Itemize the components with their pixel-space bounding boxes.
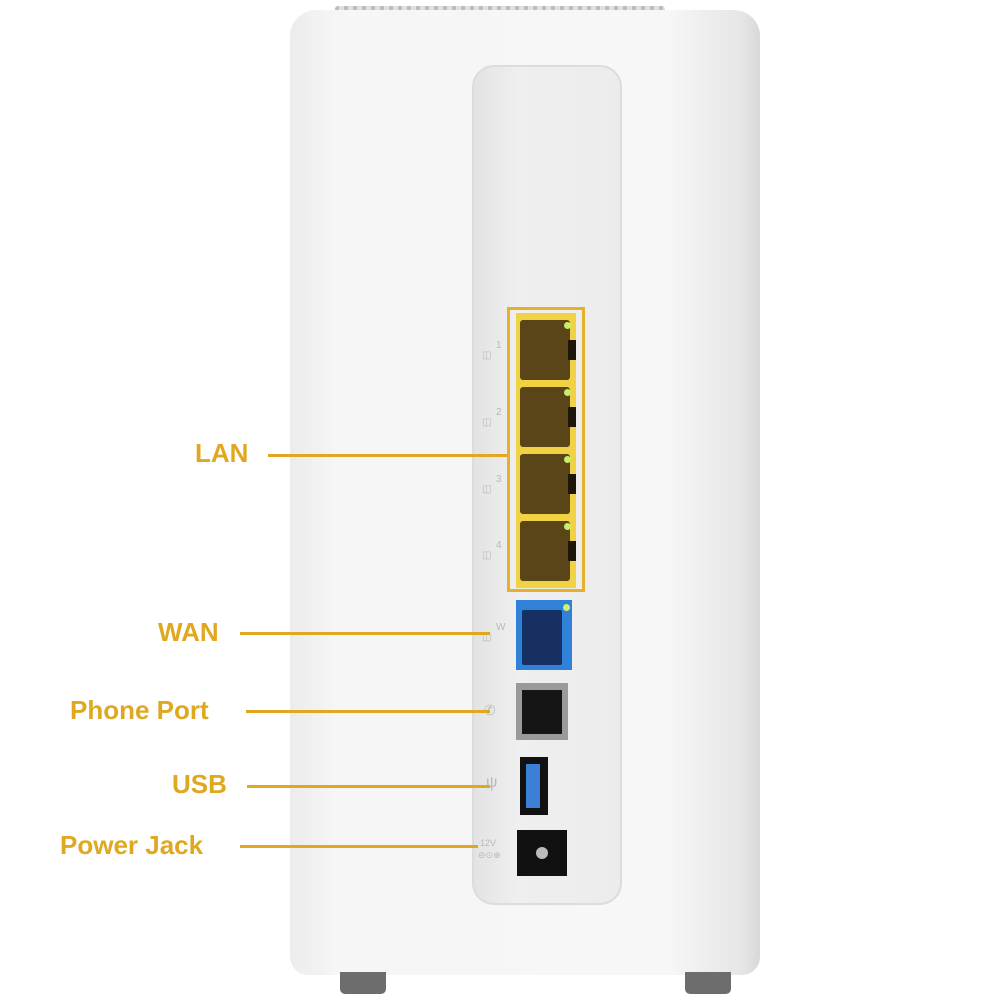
ethernet-icon: ◫ (482, 350, 492, 361)
lan-2-mark: 2 (496, 407, 502, 418)
power-jack-label: Power Jack (60, 830, 204, 860)
lan-port-2 (520, 387, 576, 447)
lan-led-3 (564, 456, 571, 463)
phone-socket (522, 690, 562, 734)
lan-led-2 (564, 389, 571, 396)
right-foot (685, 972, 731, 994)
wan-socket (522, 610, 562, 665)
phone-callout-line (246, 710, 490, 713)
ethernet-icon: ◫ (482, 632, 492, 643)
wan-led (563, 604, 570, 611)
lan-1-mark: 1 (496, 340, 502, 351)
ethernet-icon: ◫ (482, 417, 492, 428)
power-pin (536, 847, 548, 859)
power-mark: 12V (480, 838, 497, 848)
ethernet-icon: ◫ (482, 550, 492, 561)
lan-port-4 (520, 521, 576, 581)
usb-label: USB (172, 769, 227, 799)
wan-callout-line (240, 632, 490, 635)
lan-port-3 (520, 454, 576, 514)
lan-led-1 (564, 322, 571, 329)
lan-label: LAN (195, 438, 249, 468)
lan-callout-line (268, 454, 507, 457)
left-foot (340, 972, 386, 994)
wan-mark: W (496, 622, 506, 633)
usb-callout-line (247, 785, 490, 788)
polarity-icon: ⊖⊙⊕ (478, 850, 501, 860)
wan-label: WAN (158, 617, 219, 647)
lan-port-1 (520, 320, 576, 380)
lan-led-4 (564, 523, 571, 530)
phone-port-label: Phone Port (70, 695, 209, 725)
power-callout-line (240, 845, 478, 848)
usb-tongue (526, 764, 540, 808)
usb-icon: ψ (486, 774, 498, 791)
ethernet-icon: ◫ (482, 484, 492, 495)
lan-4-mark: 4 (496, 540, 502, 551)
lan-3-mark: 3 (496, 474, 502, 485)
lan-highlight-box (507, 307, 585, 592)
